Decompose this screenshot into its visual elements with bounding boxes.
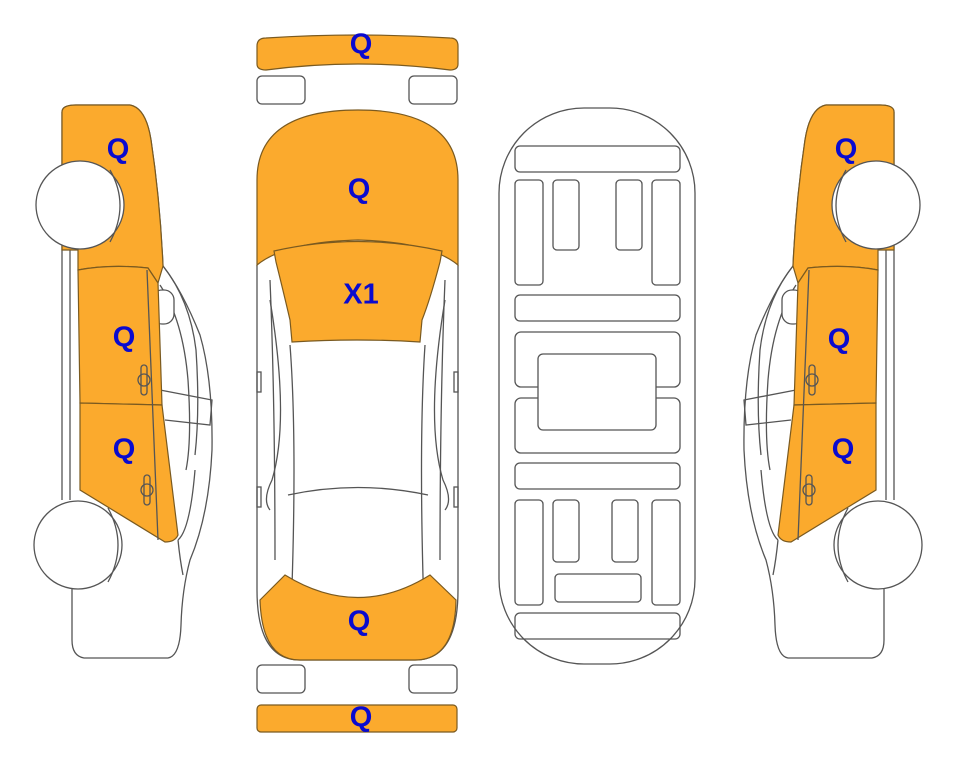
left-front-fender-label: Q <box>107 134 130 166</box>
right-front-fender-label: Q <box>835 134 858 166</box>
windshield-label: X1 <box>343 279 378 311</box>
hood-panel[interactable] <box>256 109 459 267</box>
hood-label: Q <box>348 174 371 206</box>
windshield-panel[interactable] <box>273 240 443 343</box>
rear-bumper-panel[interactable] <box>256 704 458 733</box>
left-front-door-label: Q <box>113 322 136 354</box>
left-side-view <box>33 104 213 659</box>
trunk-panel[interactable] <box>259 574 457 661</box>
top-view <box>256 34 459 733</box>
right-rear-door-label: Q <box>832 434 855 466</box>
underbody-view <box>498 107 696 665</box>
front-bumper-panel[interactable] <box>256 34 459 71</box>
right-side-view <box>743 104 923 659</box>
right-front-door-label: Q <box>828 324 851 356</box>
trunk-label: Q <box>348 606 371 638</box>
left-rear-door-label: Q <box>113 434 136 466</box>
rear-bumper-label: Q <box>350 702 373 734</box>
front-bumper-label: Q <box>350 29 373 61</box>
